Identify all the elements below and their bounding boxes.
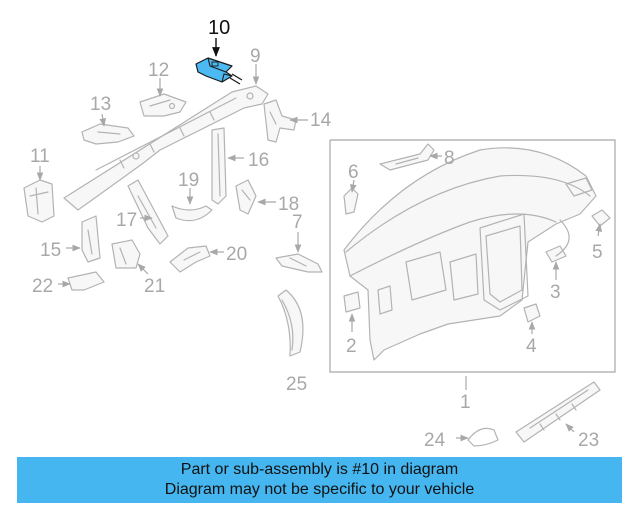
callout-18: 18 bbox=[278, 194, 299, 215]
part-8-bracket[interactable] bbox=[379, 143, 435, 171]
callout-11: 11 bbox=[30, 146, 50, 167]
callout-13: 13 bbox=[90, 94, 111, 115]
part-22-bracket[interactable] bbox=[67, 271, 105, 291]
part-5-clip[interactable] bbox=[591, 209, 611, 227]
part-6-clip[interactable] bbox=[343, 187, 359, 215]
part-2-clip[interactable] bbox=[343, 291, 361, 313]
callout-3: 3 bbox=[550, 282, 561, 303]
callout-14: 14 bbox=[310, 110, 332, 131]
callout-2: 2 bbox=[346, 336, 357, 357]
part-14-bracket[interactable] bbox=[263, 99, 297, 143]
part-15-bracket[interactable] bbox=[81, 215, 101, 263]
part-4-clip[interactable] bbox=[523, 303, 541, 323]
callout-9: 9 bbox=[250, 46, 261, 67]
banner-line-2: Diagram may not be specific to your vehi… bbox=[164, 481, 475, 498]
part-10-highlighted[interactable] bbox=[195, 57, 243, 85]
callout-21: 21 bbox=[144, 276, 165, 297]
callout-16: 16 bbox=[248, 150, 269, 171]
callout-7: 7 bbox=[292, 212, 303, 233]
callout-6: 6 bbox=[348, 162, 359, 183]
part-16-support[interactable] bbox=[211, 127, 227, 205]
part-24-bracket[interactable] bbox=[467, 427, 499, 447]
part-13-bracket[interactable] bbox=[81, 123, 135, 145]
callout-20: 20 bbox=[226, 244, 247, 265]
part-12-bracket[interactable] bbox=[139, 93, 187, 117]
callout-23: 23 bbox=[578, 430, 599, 451]
callout-15: 15 bbox=[40, 240, 61, 261]
part-21-bracket[interactable] bbox=[111, 239, 141, 269]
callout-4: 4 bbox=[526, 336, 537, 357]
callout-17: 17 bbox=[116, 210, 137, 231]
callout-1: 1 bbox=[460, 392, 471, 413]
part-11-bracket[interactable] bbox=[23, 179, 55, 223]
callout-19: 19 bbox=[178, 170, 199, 191]
callout-24: 24 bbox=[424, 430, 446, 451]
part-9-cross-car-beam[interactable] bbox=[63, 85, 269, 211]
part-19-trim[interactable] bbox=[171, 205, 213, 222]
callout-10: 10 bbox=[208, 17, 230, 39]
info-banner: Part or sub-assembly is #10 in diagram D… bbox=[17, 457, 622, 503]
part-23-rail[interactable] bbox=[515, 381, 601, 443]
part-18-bracket[interactable] bbox=[235, 179, 257, 215]
part-20-bracket[interactable] bbox=[169, 245, 211, 273]
part-25-end-cap[interactable] bbox=[277, 289, 304, 357]
banner-line-1: Part or sub-assembly is #10 in diagram bbox=[180, 461, 459, 478]
callout-22: 22 bbox=[32, 276, 53, 297]
callout-8: 8 bbox=[444, 148, 455, 169]
part-3-clip[interactable] bbox=[545, 245, 567, 263]
callout-5: 5 bbox=[592, 242, 603, 263]
part-1-instrument-panel[interactable] bbox=[343, 147, 597, 361]
callout-25: 25 bbox=[286, 374, 307, 395]
part-7-bracket[interactable] bbox=[275, 253, 323, 273]
instrument-panel-frame bbox=[329, 139, 616, 373]
callout-12: 12 bbox=[148, 60, 169, 81]
